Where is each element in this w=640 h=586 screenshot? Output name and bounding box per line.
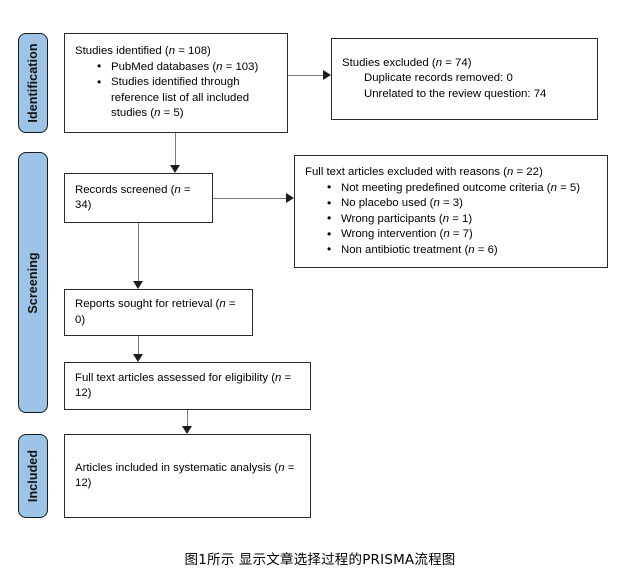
connector-identified-to-screened [175, 133, 177, 166]
box-text: Reports sought for retrieval (n = 0) [75, 298, 236, 326]
box-text: Articles included in systematic analysis… [75, 461, 295, 490]
list-item: Not meeting predefined outcome criteria … [327, 180, 597, 197]
box-fulltext-assessed: Full text articles assessed for eligibil… [64, 362, 311, 410]
connector-screened-to-reports [138, 223, 140, 282]
stage-label-screening: Screening [26, 251, 40, 314]
figure-caption: 图1所示 显示文章选择过程的PRISMA流程图 [184, 552, 456, 568]
stage-bar-included: Included [18, 434, 48, 518]
box-bullet-list: PubMed databases (n = 103) Studies ident… [75, 59, 277, 122]
stage-label-included: Included [26, 449, 40, 503]
list-item: Duplicate records removed: 0 [364, 72, 513, 85]
arrowhead-icon [182, 426, 192, 434]
arrowhead-icon [286, 193, 294, 203]
box-articles-included: Articles included in systematic analysis… [64, 434, 311, 518]
arrowhead-icon [170, 165, 180, 173]
box-text: Full text articles assessed for eligibil… [75, 371, 292, 400]
list-item: Wrong intervention (n = 7) [327, 227, 597, 243]
box-bullet-list: Not meeting predefined outcome criteria … [305, 180, 597, 259]
box-heading: Studies identified (n = 108) [75, 45, 211, 58]
connector-identified-to-excluded [288, 75, 326, 77]
connector-reports-to-assessed [138, 336, 140, 355]
box-studies-excluded: Studies excluded (n = 74) Duplicate reco… [331, 38, 598, 120]
box-studies-identified: Studies identified (n = 108) PubMed data… [64, 33, 288, 133]
arrowhead-icon [323, 70, 331, 80]
connector-screened-to-fulltext-excluded [213, 198, 289, 200]
list-item: No placebo used (n = 3) [327, 196, 597, 212]
connector-assessed-to-included [187, 410, 189, 427]
arrowhead-icon [133, 281, 143, 289]
box-fulltext-excluded: Full text articles excluded with reasons… [294, 155, 608, 268]
box-records-screened: Records screened (n = 34) [64, 173, 213, 223]
box-heading: Full text articles excluded with reasons… [305, 166, 543, 178]
list-item: Wrong participants (n = 1) [327, 211, 597, 228]
box-sub-list: Duplicate records removed: 0 Unrelated t… [342, 71, 587, 102]
list-item: Studies identified through reference lis… [97, 75, 277, 122]
stage-bar-screening: Screening [18, 152, 48, 413]
stage-label-clip: Screening [19, 153, 47, 412]
box-text: Records screened (n = 34) [75, 183, 191, 212]
stage-bar-identification: Identification [18, 33, 48, 133]
list-item: PubMed databases (n = 103) [97, 59, 277, 76]
list-item: Unrelated to the review question: 74 [364, 87, 547, 100]
list-item: Non antibiotic treatment (n = 6) [327, 242, 597, 259]
box-reports-sought: Reports sought for retrieval (n = 0) [64, 289, 253, 336]
stage-label-identification: Identification [26, 43, 40, 123]
box-heading: Studies excluded (n = 74) [342, 56, 472, 69]
arrowhead-icon [133, 354, 143, 362]
